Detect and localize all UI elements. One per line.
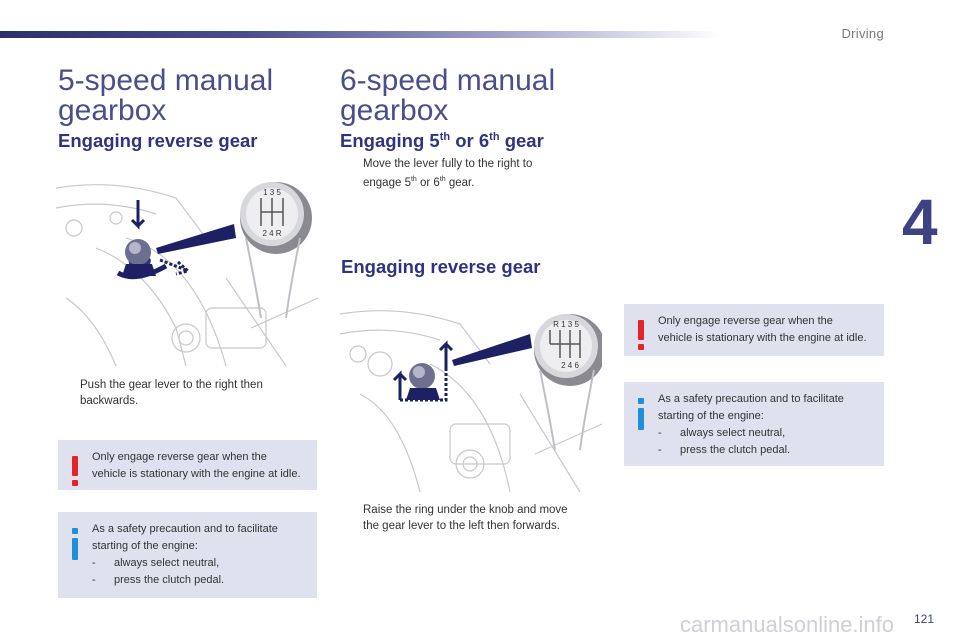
subtitle-sup2: th — [489, 130, 500, 143]
right-info-line2: starting of the engine: — [658, 410, 764, 422]
subtitle-part-b: or 6 — [450, 130, 490, 151]
right-subtitle-gears: Engaging 5th or 6th gear — [340, 130, 544, 152]
watermark-text: carmanualsonline.info — [680, 612, 895, 637]
left-title-line2: gearbox — [58, 94, 167, 127]
gearbox-6-speed-illustration: R 1 3 5 2 4 6 — [340, 304, 602, 492]
right-warning-box: Only engage reverse gear when the vehicl… — [624, 304, 884, 356]
chapter-number: 4 — [902, 186, 938, 258]
bullet1-sup1: th — [410, 176, 417, 183]
left-bullet-line1: Push the gear lever to the right then — [80, 379, 263, 391]
bullet1-part-b: or 6 — [416, 176, 440, 189]
left-info-line3: - always select neutral, — [92, 557, 220, 569]
right-info-line4: - press the clutch pedal. — [658, 444, 791, 456]
left-bullet-line2: backwards. — [80, 395, 139, 407]
left-info-line1: As a safety precaution and to facilitate — [92, 523, 278, 535]
right-title-line2: gearbox — [340, 94, 449, 127]
knob6-bottom-label: 2 4 6 — [561, 361, 579, 370]
info-icon — [638, 398, 644, 430]
gear-knob-6-speed — [534, 314, 602, 451]
right-title-line1: 6-speed manual — [340, 64, 556, 97]
left-subtitle: Engaging reverse gear — [58, 130, 258, 151]
right-bullet2-line1: Raise the ring under the knob and move — [363, 504, 568, 516]
left-warning-box: Only engage reverse gear when the vehicl… — [58, 440, 317, 490]
left-title-line1: 5-speed manual — [58, 64, 274, 97]
knob-top-label: 1 3 5 — [263, 188, 281, 197]
left-title: 5-speed manual gearbox — [58, 66, 273, 126]
page-number: 121 — [913, 612, 934, 626]
right-title: 6-speed manual gearbox — [340, 66, 555, 126]
right-warning-line1: Only engage reverse gear when the — [658, 315, 833, 327]
bullet1-sup2: th — [439, 176, 446, 183]
right-info-line3: - always select neutral, — [658, 427, 786, 439]
left-info-line4: - press the clutch pedal. — [92, 574, 225, 586]
info-icon — [72, 528, 78, 560]
gearbox-5-speed-illustration: 1 3 5 2 4 R — [56, 178, 318, 366]
subtitle-part-a: Engaging 5 — [340, 130, 440, 151]
header-bar — [0, 31, 720, 38]
right-info-box: As a safety precaution and to facilitate… — [624, 382, 884, 466]
right-bullet-1: Move the lever fully to the right to eng… — [341, 156, 581, 190]
warning-icon — [72, 456, 78, 486]
section-name: Driving — [841, 26, 884, 41]
left-info-box: As a safety precaution and to facilitate… — [58, 512, 317, 598]
left-warning-line1: Only engage reverse gear when the — [92, 451, 267, 463]
right-subtitle-reverse: Engaging reverse gear — [341, 256, 541, 277]
warning-icon — [638, 320, 644, 350]
left-warning-line2: vehicle is stationary with the engine at… — [92, 468, 301, 480]
knob6-top-label: R 1 3 5 — [553, 320, 579, 329]
left-info-line2: starting of the engine: — [92, 540, 198, 552]
gear-knob-5-speed — [240, 182, 312, 319]
right-info-line1: As a safety precaution and to facilitate — [658, 393, 844, 405]
bullet1-part-c: gear. — [445, 176, 475, 189]
right-bullet-2: Raise the ring under the knob and move t… — [341, 502, 601, 536]
knob-bottom-label: 2 4 R — [262, 229, 281, 238]
subtitle-sup1: th — [439, 130, 451, 143]
bullet1-part-a: engage 5 — [363, 176, 411, 189]
right-bullet2-line2: the gear lever to the left then forwards… — [363, 520, 560, 532]
right-warning-line2: vehicle is stationary with the engine at… — [658, 332, 867, 344]
right-bullet1-line2: engage 5th or 6th gear. — [363, 172, 532, 191]
subtitle-part-c: gear — [499, 130, 544, 151]
right-bullet1-line1: Move the lever fully to the right to — [363, 158, 533, 170]
left-bullet: Push the gear lever to the right then ba… — [58, 377, 318, 411]
